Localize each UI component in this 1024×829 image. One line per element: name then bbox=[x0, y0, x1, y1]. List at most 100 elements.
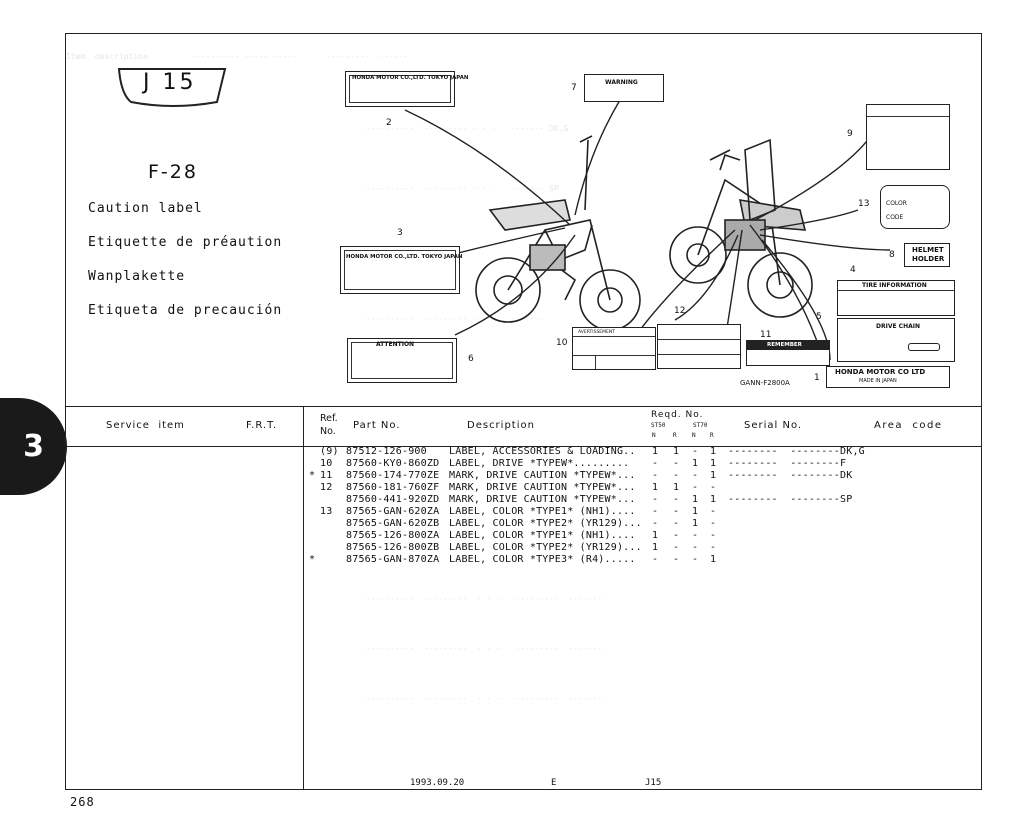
cell-area: DK bbox=[840, 470, 853, 481]
cell-q2: - bbox=[673, 470, 680, 481]
cell-area: DK,G bbox=[840, 446, 865, 457]
header-n-2: N bbox=[692, 432, 696, 439]
bleed-through: Item description ---------- ----- ----- … bbox=[66, 52, 408, 61]
header-r-2: R bbox=[710, 432, 714, 439]
cell-q2: 1 bbox=[673, 482, 680, 493]
cell-part: 87565-GAN-620ZA bbox=[346, 506, 440, 517]
label-warning-7: WARNING bbox=[584, 74, 664, 102]
cell-area: F bbox=[840, 458, 847, 469]
callout-13: 13 bbox=[858, 199, 870, 209]
cell-serial: -------- -------- bbox=[728, 458, 840, 469]
cell-q2: - bbox=[673, 542, 680, 553]
title-english: Caution label bbox=[88, 201, 203, 216]
cell-q3: - bbox=[692, 554, 699, 565]
cell-q3: 1 bbox=[692, 458, 699, 469]
cell-q1: 1 bbox=[652, 542, 659, 553]
cell-desc: MARK, DRIVE CAUTION *TYPEW*... bbox=[449, 494, 636, 505]
cell-q4: - bbox=[710, 530, 717, 541]
label-remember-text: REMEMBER bbox=[767, 342, 802, 348]
cell-q1: - bbox=[652, 494, 659, 505]
model-code: J 15 bbox=[143, 70, 197, 95]
cell-q4: 1 bbox=[710, 458, 717, 469]
drawing-code: GANN-F2800A bbox=[740, 379, 790, 387]
cell-q4: - bbox=[710, 482, 717, 493]
cell-desc: MARK, DRIVE CAUTION *TYPEW*... bbox=[449, 470, 636, 481]
cell-q3: 1 bbox=[692, 506, 699, 517]
bleed-through: ---------- --------- - - - --------- ---… bbox=[366, 644, 603, 653]
cell-q4: 1 bbox=[710, 494, 717, 505]
cell-desc: LABEL, COLOR *TYPE2* (YR129)... bbox=[449, 542, 642, 553]
label-avertissement-10: AVERTISSEMENT bbox=[572, 327, 656, 370]
divider-vertical bbox=[303, 406, 304, 789]
cell-q3: - bbox=[692, 446, 699, 457]
callout-4: 4 bbox=[850, 265, 856, 275]
label-honda-logo: HONDA MOTOR CO LTD bbox=[835, 368, 926, 376]
label-plate-2: HONDA MOTOR CO.,LTD. TOKYO JAPAN bbox=[345, 71, 468, 107]
label-tire-text: TIRE INFORMATION bbox=[862, 282, 927, 289]
label-helmet-8: HELMET HOLDER bbox=[904, 243, 950, 267]
cell-q4: - bbox=[710, 506, 717, 517]
cell-part: 87565-126-800ZB bbox=[346, 542, 440, 553]
callout-10: 10 bbox=[556, 338, 568, 348]
cell-q1: - bbox=[652, 518, 659, 529]
cell-q4: - bbox=[710, 542, 717, 553]
cell-q1: - bbox=[652, 554, 659, 565]
label-chain-text: DRIVE CHAIN bbox=[876, 323, 920, 330]
cell-serial: -------- -------- bbox=[728, 494, 840, 505]
label-color-13: COLOR CODE bbox=[880, 185, 950, 229]
cell-serial: -------- -------- bbox=[728, 470, 840, 481]
footer-date: 1993.09.20 bbox=[410, 778, 465, 788]
cell-q3: - bbox=[692, 482, 699, 493]
label-chain-5: DRIVE CHAIN bbox=[837, 318, 955, 362]
label-plate-3: HONDA MOTOR CO.,LTD. TOKYO JAPAN bbox=[340, 246, 462, 294]
cell-ref: 13 bbox=[320, 506, 333, 517]
cell-q3: 1 bbox=[692, 518, 699, 529]
callout-12: 12 bbox=[674, 306, 686, 316]
cell-q2: - bbox=[673, 530, 680, 541]
header-service-item: Service item bbox=[106, 420, 185, 431]
cell-part: 87565-126-800ZA bbox=[346, 530, 440, 541]
cell-desc: LABEL, COLOR *TYPE1* (NH1).... bbox=[449, 506, 636, 517]
cell-part: 87560-181-760ZF bbox=[346, 482, 440, 493]
page-number: 268 bbox=[70, 795, 95, 809]
cell-part: 87565-GAN-870ZA bbox=[346, 554, 440, 565]
cell-desc: LABEL, DRIVE *TYPEW*......... bbox=[449, 458, 630, 469]
divider-header bbox=[66, 446, 981, 447]
figure-number: F-28 bbox=[148, 161, 198, 183]
footer-edition: E bbox=[551, 778, 557, 788]
cell-q2: - bbox=[673, 554, 680, 565]
header-st70: ST70 bbox=[693, 422, 708, 429]
cell-part: 87565-GAN-620ZB bbox=[346, 518, 440, 529]
cell-q2: - bbox=[673, 506, 680, 517]
header-description: Description bbox=[467, 420, 535, 431]
callout-6: 6 bbox=[468, 354, 474, 364]
title-german: Wanplakette bbox=[88, 269, 186, 284]
header-ref: Ref. bbox=[320, 413, 338, 424]
label-holder-text: HOLDER bbox=[912, 255, 945, 263]
cell-q1: 1 bbox=[652, 530, 659, 541]
cell-q3: - bbox=[692, 470, 699, 481]
cell-mark: * bbox=[309, 554, 316, 565]
bleed-through: ---------- --------- - - - ------- DK,G bbox=[366, 124, 569, 133]
label-helmet-text: HELMET bbox=[912, 246, 944, 254]
cell-q4: 1 bbox=[710, 554, 717, 565]
leader-lines bbox=[404, 99, 891, 361]
label-warning-text: WARNING bbox=[605, 79, 638, 86]
cell-part: 87560-174-770ZE bbox=[346, 470, 440, 481]
callout-1: 1 bbox=[814, 373, 820, 383]
cell-area: SP bbox=[840, 494, 853, 505]
label-code-text: CODE bbox=[886, 214, 904, 221]
callout-9: 9 bbox=[847, 129, 853, 139]
parts-illustration bbox=[404, 99, 891, 361]
header-n-1: N bbox=[652, 432, 656, 439]
cell-q1: 1 bbox=[652, 482, 659, 493]
cell-part: 87512-126-900 bbox=[346, 446, 427, 457]
cell-part: 87560-441-920ZD bbox=[346, 494, 440, 505]
title-french: Etiquette de préaution bbox=[88, 235, 283, 250]
header-reqd-no: Reqd. No. bbox=[651, 410, 704, 420]
cell-desc: MARK, DRIVE CAUTION *TYPEW*... bbox=[449, 482, 636, 493]
header-no: No. bbox=[320, 426, 336, 437]
label-plate-2-text: HONDA MOTOR CO.,LTD. TOKYO JAPAN bbox=[352, 75, 469, 81]
cell-q1: 1 bbox=[652, 446, 659, 457]
motorcycle-left-drawing bbox=[475, 135, 641, 331]
